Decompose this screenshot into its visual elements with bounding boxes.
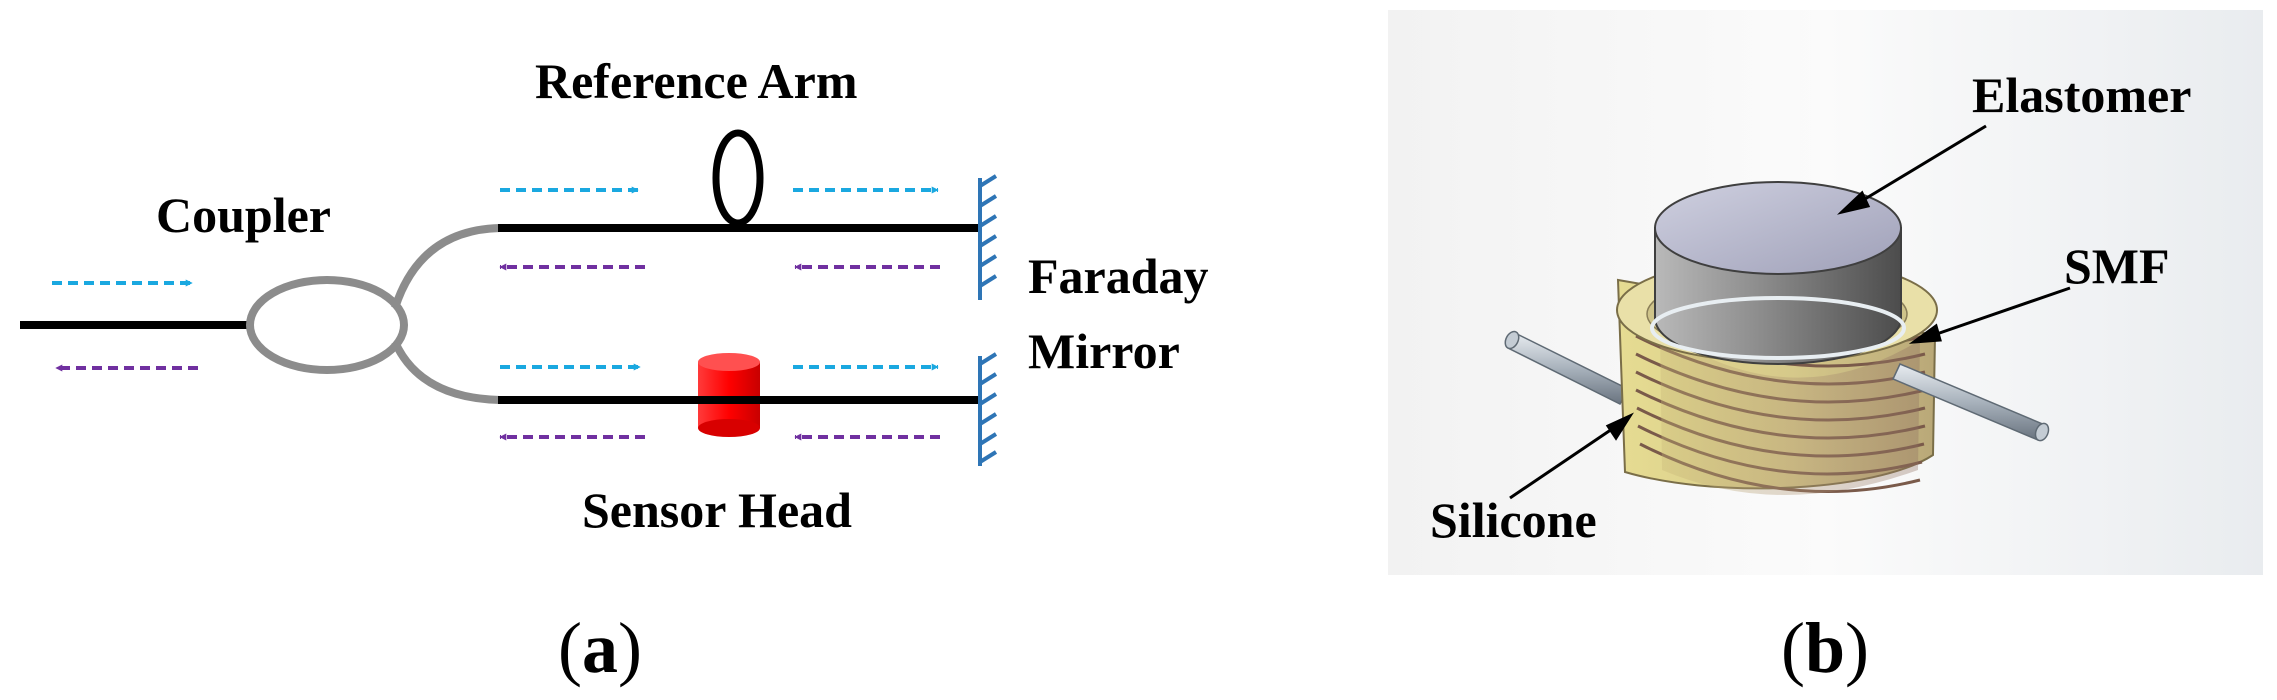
smf-rod	[1504, 330, 1630, 405]
coupler-ring-icon	[246, 224, 501, 404]
sensor-head-icon	[698, 353, 760, 437]
faraday-mirror-icon	[978, 174, 998, 466]
pointer-elastomer	[1854, 124, 1987, 207]
backward-arrows	[55, 263, 940, 441]
label-sensor-head: Sensor Head	[582, 482, 852, 538]
pointer-arrows	[1509, 124, 2071, 500]
fiber-loop-icon	[712, 129, 764, 227]
label-coupler: Coupler	[156, 187, 331, 243]
pointer-silicone	[1509, 423, 1619, 500]
label-reference-arm: Reference Arm	[535, 53, 858, 109]
label-elastomer: Elastomer	[1972, 67, 2191, 123]
label-mirror: Mirror	[1028, 323, 1180, 379]
pointer-smf	[1927, 286, 2071, 339]
forward-arrows	[52, 186, 939, 371]
caption-b-letter: b	[1805, 608, 1845, 688]
panel-a: Reference Arm Coupler Faraday Mirror Sen…	[20, 53, 1209, 688]
smf-rod-front	[1891, 363, 2050, 442]
panel-b: Elastomer SMF Silicone (b)	[1388, 10, 2263, 688]
label-smf: SMF	[2064, 238, 2170, 294]
caption-b-close: )	[1845, 608, 1869, 688]
caption-a-letter: a	[582, 608, 618, 688]
label-silicone: Silicone	[1430, 492, 1597, 548]
caption-a: (a)	[558, 608, 642, 688]
caption-b: (b)	[1781, 608, 1869, 688]
elastomer-cylinder	[1650, 181, 1906, 365]
caption-b-open: (	[1781, 608, 1805, 688]
caption-a-open: (	[558, 608, 582, 688]
caption-a-close: )	[618, 608, 642, 688]
label-faraday: Faraday	[1028, 248, 1209, 304]
